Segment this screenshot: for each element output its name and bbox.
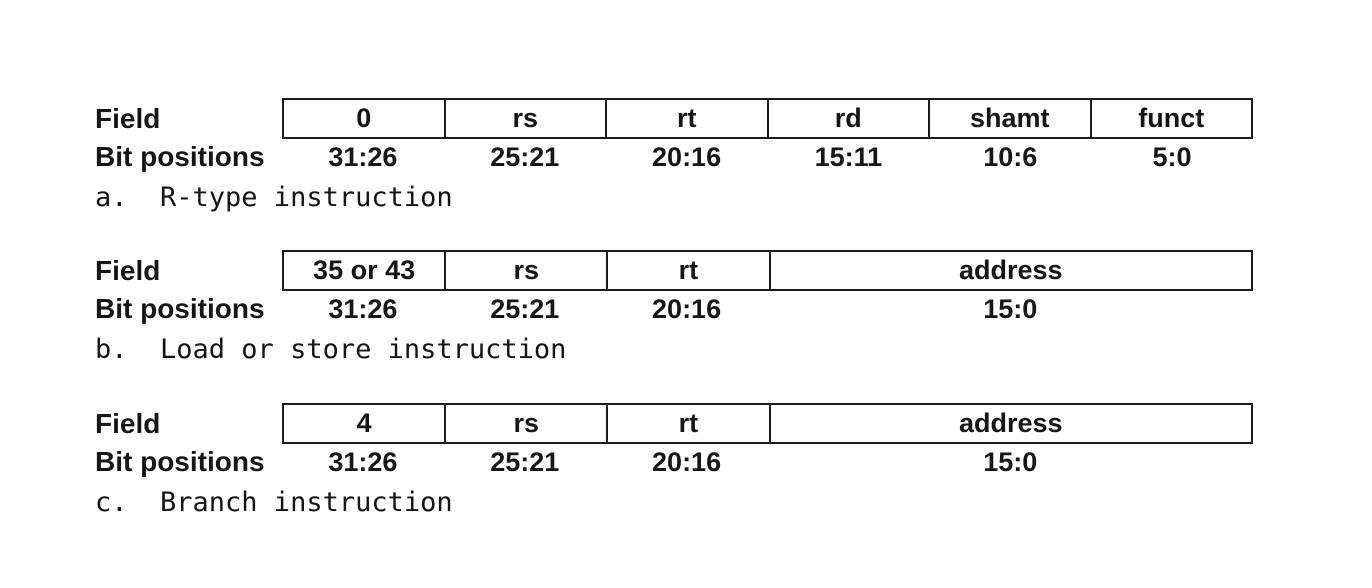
field-cell-rs: rs [446,100,607,137]
field-cell-opcode: 4 [284,405,447,442]
bit-range-address: 15:0 [983,446,1038,477]
bit-range-address: 15:0 [983,293,1038,324]
section-caption-c: c. Branch instruction [95,487,453,518]
bit-range-opcode: 31:26 [328,293,398,324]
instruction-word-boxes: 0 rs rt rd shamt funct [282,98,1253,139]
bit-positions-row: Bit positions 31:26 25:21 20:16 15:0 [95,293,1253,324]
field-cell-rd: rd [769,100,930,137]
bit-range-rs: 25:21 [490,293,560,324]
bit-positions-row-label: Bit positions [95,446,265,477]
section-r-type: Field 0 rs rt rd shamt funct Bit positio… [95,98,1253,212]
section-caption-b: b. Load or store instruction [95,334,567,365]
bit-range-funct: 5:0 [1152,141,1192,172]
bit-ranges: 31:26 25:21 20:16 15:0 [282,446,1253,477]
section-branch: Field 4 rs rt address Bit positions 31:2… [95,403,1253,517]
bit-positions-row-label: Bit positions [95,141,265,172]
field-cell-address: address [958,255,1063,285]
field-row-label: Field [95,408,161,439]
field-row: Field 4 rs rt address [95,403,1253,444]
instruction-word-boxes: 4 rs rt address [282,403,1253,444]
bit-positions-row-label: Bit positions [95,293,265,324]
field-cell-rs: rs [446,405,609,442]
bit-range-opcode: 31:26 [328,141,398,172]
instruction-word-boxes: 35 or 43 rs rt address [282,250,1253,291]
field-cell-funct: funct [1138,103,1205,133]
field-cell-address: address [958,408,1063,438]
field-cell-shamt: shamt [930,100,1092,137]
field-row: Field 0 rs rt rd shamt funct [95,98,1253,139]
bit-range-rs: 25:21 [490,141,560,172]
field-cell-rt: rt [607,100,769,137]
section-load-store: Field 35 or 43 rs rt address Bit positio… [95,250,1253,364]
field-cell-rt: rt [608,405,771,442]
field-cell-rt: rt [608,252,771,289]
bit-ranges: 31:26 25:21 20:16 15:11 10:6 5:0 [282,141,1253,172]
field-row-label: Field [95,103,161,134]
bit-range-rt: 20:16 [652,141,722,172]
bit-range-rt: 20:16 [652,446,722,477]
bit-range-rd: 15:11 [814,141,883,172]
bit-range-rs: 25:21 [490,446,560,477]
bit-positions-row: Bit positions 31:26 25:21 20:16 15:11 10… [95,141,1253,172]
field-cell-opcode: 0 [284,100,446,137]
bit-range-rt: 20:16 [652,293,722,324]
field-row: Field 35 or 43 rs rt address [95,250,1253,291]
field-row-label: Field [95,255,161,286]
bit-range-opcode: 31:26 [328,446,398,477]
bit-ranges: 31:26 25:21 20:16 15:0 [282,293,1253,324]
bit-positions-row: Bit positions 31:26 25:21 20:16 15:0 [95,446,1253,477]
section-caption-a: a. R-type instruction [95,182,453,213]
field-cell-opcode: 35 or 43 [284,252,447,289]
field-cell-rs: rs [446,252,609,289]
bit-range-shamt: 10:6 [983,141,1038,172]
